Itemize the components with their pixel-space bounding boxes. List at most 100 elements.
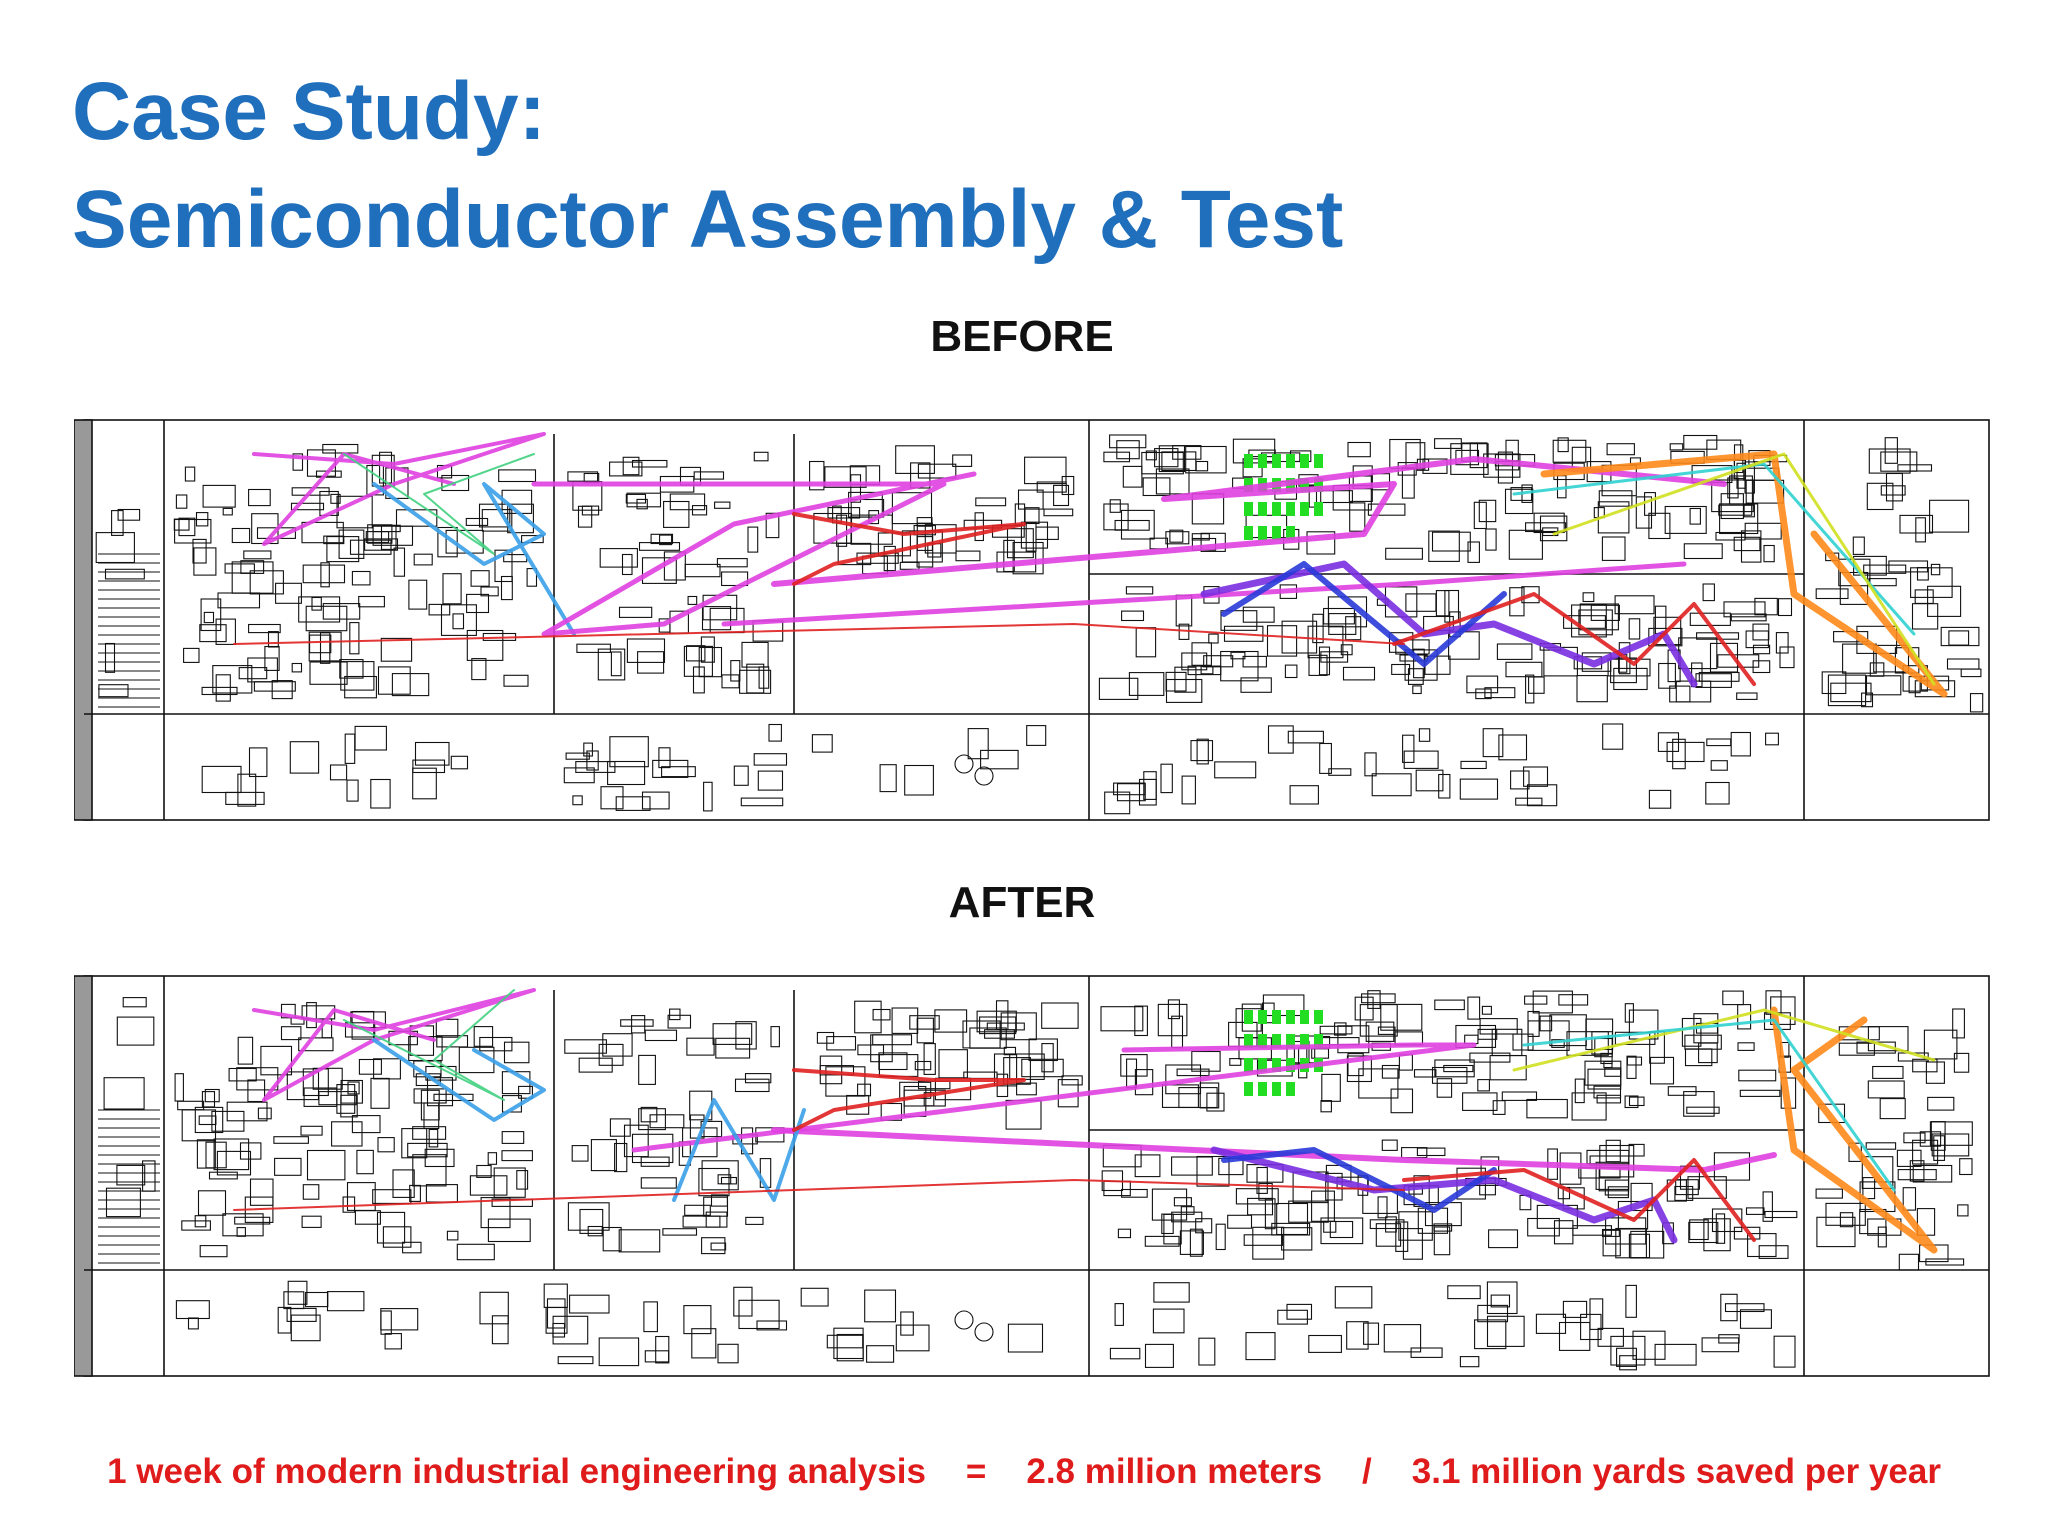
machine-block — [1574, 1078, 1585, 1104]
machine-block — [1644, 492, 1656, 516]
machine-block — [659, 534, 673, 546]
machine-block — [380, 525, 397, 550]
machine-block — [607, 760, 646, 786]
machine-block — [1730, 731, 1751, 757]
machine-block — [228, 1067, 257, 1082]
machine-block — [652, 759, 689, 778]
machine-block — [836, 1333, 864, 1362]
machine-block — [734, 1078, 770, 1093]
machine-block — [346, 1182, 376, 1211]
machine-block — [342, 1196, 356, 1213]
machine-block — [848, 491, 883, 518]
machine-block — [253, 681, 296, 692]
machine-block — [1736, 462, 1746, 489]
machine-block — [1953, 1052, 1970, 1073]
machine-block — [1464, 1034, 1479, 1045]
machine-block — [1024, 456, 1067, 485]
machine-block — [1189, 1228, 1203, 1257]
machine-block — [1916, 567, 1929, 581]
machine-block — [747, 526, 759, 553]
machine-block — [1510, 770, 1530, 790]
machine-block — [1747, 1233, 1777, 1258]
machine-block — [1873, 644, 1910, 673]
machine-block — [105, 1187, 141, 1218]
machine-block — [993, 1053, 1018, 1087]
machine-block — [824, 466, 867, 488]
machine-block — [1098, 677, 1139, 700]
machine-block — [563, 767, 595, 784]
machine-block — [1681, 1017, 1702, 1047]
machine-block — [641, 557, 677, 584]
machine-block — [1121, 1188, 1148, 1198]
machine-block — [1006, 528, 1034, 559]
machine-block — [1775, 632, 1789, 654]
machine-block — [710, 1242, 727, 1251]
machine-block — [351, 570, 371, 586]
machine-block — [224, 563, 255, 574]
green-machine — [1314, 1010, 1323, 1024]
machine-block — [1144, 1235, 1180, 1247]
machine-block — [1580, 1313, 1602, 1341]
machine-block — [1371, 773, 1412, 797]
machine-block — [1401, 467, 1415, 499]
machine-block — [1683, 543, 1723, 560]
machine-block — [1867, 1026, 1909, 1052]
machine-block — [577, 505, 593, 528]
machine-block — [1571, 1092, 1607, 1121]
machine-block — [372, 1189, 412, 1204]
machine-block — [614, 1142, 628, 1173]
machine-block — [1683, 1091, 1715, 1117]
machine-block — [1552, 439, 1587, 463]
machine-block — [1405, 593, 1437, 612]
machine-block — [1277, 1309, 1308, 1325]
machine-block — [248, 623, 281, 634]
machine-block — [249, 1178, 274, 1206]
machine-block — [473, 1026, 494, 1047]
machine-block — [955, 550, 981, 562]
green-machine — [1272, 1034, 1281, 1048]
machine-block — [1815, 1188, 1843, 1199]
machine-block — [854, 1000, 882, 1034]
machine-block — [744, 1073, 772, 1084]
machine-block — [610, 651, 622, 677]
machine-block — [372, 524, 401, 533]
machine-block — [770, 1026, 780, 1048]
machine-block — [1773, 1335, 1796, 1368]
machine-block — [305, 605, 348, 632]
machine-block — [1467, 541, 1480, 563]
machine-block — [1752, 644, 1771, 655]
machine-block — [320, 562, 330, 588]
machine-block — [1443, 1064, 1474, 1073]
machine-block — [1927, 585, 1962, 617]
machine-block — [1227, 1214, 1253, 1229]
machine-block — [526, 568, 538, 587]
machine-block — [1879, 1098, 1906, 1120]
machine-block — [1815, 588, 1849, 600]
flow-path — [1522, 1018, 1896, 1192]
machine-block — [720, 1176, 737, 1185]
machine-block — [1632, 1330, 1666, 1360]
machine-block — [1532, 990, 1573, 1014]
machine-block — [1028, 1038, 1058, 1062]
machine-block — [178, 517, 196, 537]
machine-block — [669, 1008, 681, 1021]
machine-block — [1684, 1034, 1722, 1050]
machine-block — [1395, 1221, 1409, 1252]
machine-block — [698, 1167, 730, 1197]
after-floor-plan-drawing — [74, 975, 1990, 1377]
machine-block — [1486, 1281, 1518, 1315]
machine-block — [173, 518, 190, 531]
footer-analysis: 1 week of modern industrial engineering … — [107, 1452, 926, 1491]
machine-block — [756, 1320, 788, 1331]
machine-block — [1358, 1068, 1399, 1099]
machine-block — [1157, 1003, 1188, 1037]
machine-block — [1462, 1092, 1498, 1111]
machine-block — [1948, 630, 1970, 646]
machine-block — [222, 507, 233, 516]
machine-block — [122, 997, 147, 1008]
machine-block — [644, 1350, 670, 1363]
machine-block — [984, 1029, 1015, 1039]
machine-block — [1247, 1197, 1274, 1216]
machine-block — [1214, 761, 1257, 779]
machine-block — [1016, 1082, 1037, 1096]
